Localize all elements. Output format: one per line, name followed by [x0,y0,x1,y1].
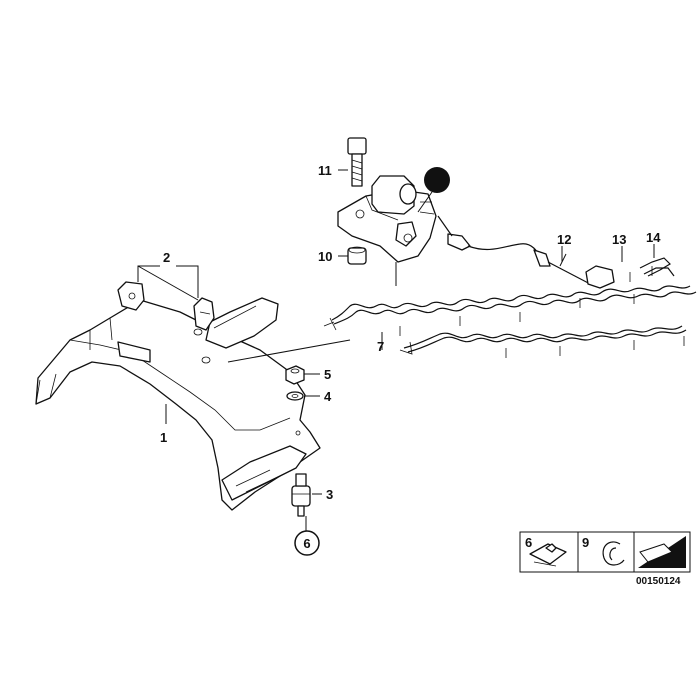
callout-4: 4 [324,389,332,404]
nut-part [285,365,305,385]
wiring-harness-end [585,265,653,289]
callout-11: 11 [318,163,332,178]
clip-part-left [117,281,145,311]
callout-5: 5 [324,367,331,382]
rubber-mount-part [291,473,311,517]
support-bracket-part [35,297,321,511]
legend-item-nut-clip: 6 [525,535,567,567]
selector-knob-part [417,167,450,213]
legend-num-b: 9 [582,535,589,550]
retaining-clip-part [639,257,675,277]
legend-item-spring-clip: 9 [582,535,625,566]
wiring-harness-upper [323,285,697,336]
legend-box: 6 9 [519,531,691,573]
cable-part [437,215,595,287]
callout-6: 6 [303,536,310,551]
legend-num-a: 6 [525,535,532,550]
callout-2: 2 [163,250,170,265]
callout-labels: 1 2 3 4 5 7 10 11 12 13 14 [160,163,661,502]
callout-13: 13 [612,232,626,247]
callout-14: 14 [646,230,661,245]
bolt-part [347,137,367,187]
legend-item-wedge [638,536,686,568]
callout-12: 12 [557,232,571,247]
diagram-code: 00150124 [636,576,681,587]
clip-part-right [193,297,215,331]
washer-part [286,391,304,401]
selector-housing-part [337,175,437,263]
callout-3: 3 [326,487,333,502]
callout-10: 10 [318,249,332,264]
leader-lines [165,169,655,532]
callout-7: 7 [377,339,384,354]
leader-lines-2 [137,265,199,301]
callout-1: 1 [160,430,167,445]
callout-6-circled: 6 [294,530,320,556]
bushing-part [347,246,367,265]
wiring-harness-lower [399,325,687,358]
